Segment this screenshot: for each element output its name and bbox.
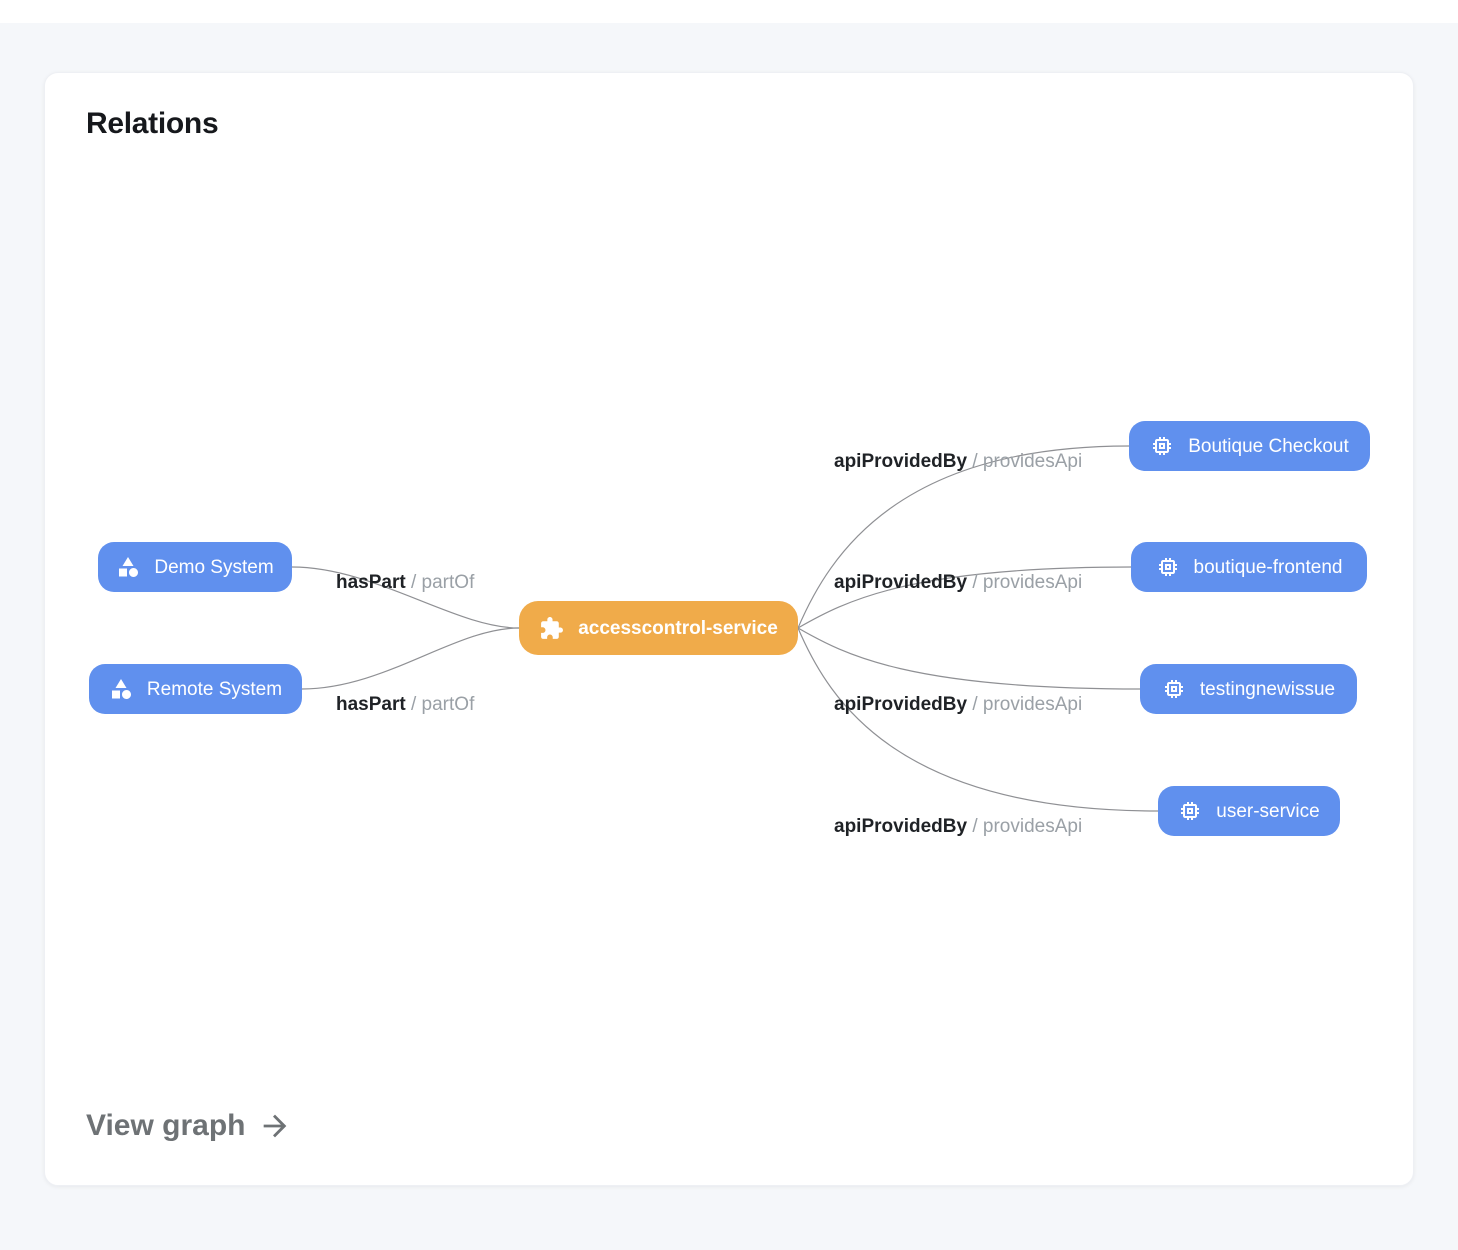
node-user-service[interactable]: user-service [1158,786,1340,836]
node-label: accesscontrol-service [578,617,778,639]
edge-line [291,566,520,629]
relation-text: apiProvidedBy [834,451,968,472]
arrow-right-icon [263,1114,286,1138]
inverse-relation-text: providesApi [982,451,1083,472]
edge-label: apiProvidedBy / providesApi [834,449,1082,475]
relation-text: hasPart [336,694,406,715]
relation-text: apiProvidedBy [834,694,968,715]
relation-separator: / [405,572,422,593]
chip-icon [1164,680,1183,698]
chip-icon [1153,437,1172,455]
relation-separator: / [967,451,983,472]
relation-text: apiProvidedBy [834,816,968,837]
node-label: Remote System [146,678,283,700]
node-boutique-frontend[interactable]: boutique-frontend [1131,542,1367,592]
node-boutique-checkout[interactable]: Boutique Checkout [1129,421,1370,471]
edge-label: hasPart / partOf [336,570,474,596]
relation-separator: / [967,694,983,715]
node-testingnewissue[interactable]: testingnewissue [1140,664,1357,714]
node-label: boutique-frontend [1193,556,1343,578]
node-demo-system[interactable]: Demo System [98,542,292,592]
node-label: user-service [1216,800,1320,822]
shapes-icon [119,557,139,577]
edge-line [797,566,1132,629]
inverse-relation-text: providesApi [982,572,1083,593]
inverse-relation-text: providesApi [982,816,1083,837]
node-remote-system[interactable]: Remote System [89,664,302,714]
edge-line [301,627,520,690]
edges-layer [291,445,1159,812]
relation-text: hasPart [336,572,406,593]
card-title: Relations [86,107,219,140]
inverse-relation-text: providesApi [982,694,1083,715]
view-graph-label: View graph [86,1109,246,1142]
page-top-strip [0,0,1458,23]
node-label: testingnewissue [1199,678,1336,700]
edge-line [797,627,1159,812]
relations-graph: Demo System Remote System accesscontrol-… [45,73,1415,1187]
view-graph-link[interactable]: View graph [86,1109,292,1143]
edge-label: hasPart / partOf [336,692,474,718]
node-label: Demo System [154,556,274,578]
edge-label: apiProvidedBy / providesApi [834,814,1082,840]
relations-card: Relations Demo System Remote System acce… [44,72,1414,1186]
relation-separator: / [967,816,983,837]
node-accesscontrol-service[interactable]: accesscontrol-service [519,601,798,655]
inverse-relation-text: partOf [421,694,475,715]
relation-separator: / [405,694,422,715]
relation-text: apiProvidedBy [834,572,968,593]
edge-line [797,445,1130,629]
edge-label: apiProvidedBy / providesApi [834,692,1082,718]
edge-line [797,627,1141,690]
edge-label: apiProvidedBy / providesApi [834,570,1082,596]
inverse-relation-text: partOf [421,572,475,593]
shapes-icon [111,679,131,699]
chip-icon [1181,802,1200,820]
chip-icon [1158,558,1177,576]
node-label: Boutique Checkout [1188,435,1349,457]
relation-separator: / [967,572,983,593]
puzzle-icon [541,616,564,639]
